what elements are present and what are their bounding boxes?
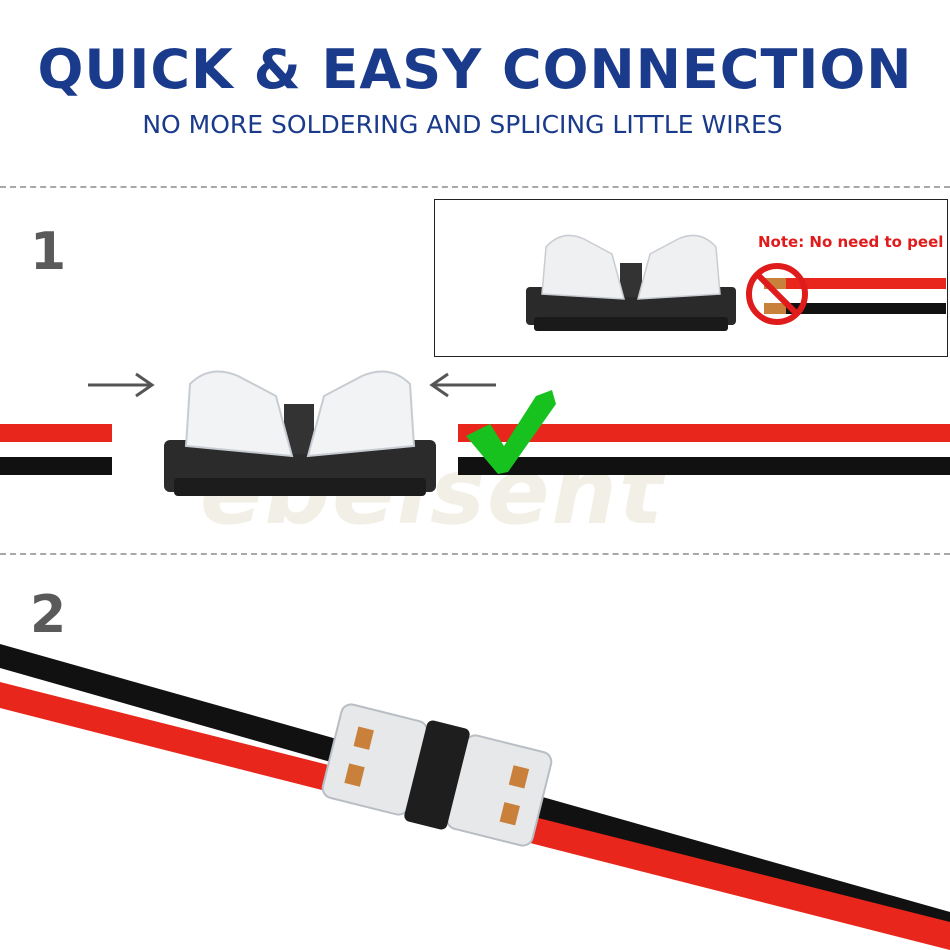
section-divider-middle <box>0 553 950 555</box>
arrow-right-icon <box>88 372 155 398</box>
green-checkmark-icon <box>466 390 556 474</box>
note-text: Note: No need to peel <box>758 233 944 251</box>
note-connector <box>526 234 736 331</box>
right-red-wire <box>458 424 950 442</box>
note-illustration <box>526 234 946 331</box>
step-number-2: 2 <box>30 585 67 645</box>
left-black-wire <box>0 457 112 475</box>
no-strip-prohibited-icon <box>746 263 808 325</box>
page-title: QUICK & EASY CONNECTION <box>37 38 913 101</box>
note-red-wire <box>779 278 946 289</box>
step1-connector <box>164 370 436 496</box>
step-number-1: 1 <box>30 222 67 282</box>
note-black-wire <box>779 303 946 314</box>
section-divider-top <box>0 186 950 188</box>
step2-connector <box>321 703 553 847</box>
step2-illustration <box>0 644 950 950</box>
right-black-wire <box>458 457 950 475</box>
page-subtitle: NO MORE SOLDERING AND SPLICING LITTLE WI… <box>142 110 783 139</box>
step1-illustration <box>0 370 950 496</box>
arrow-left-icon <box>429 372 496 398</box>
left-red-wire <box>0 424 112 442</box>
